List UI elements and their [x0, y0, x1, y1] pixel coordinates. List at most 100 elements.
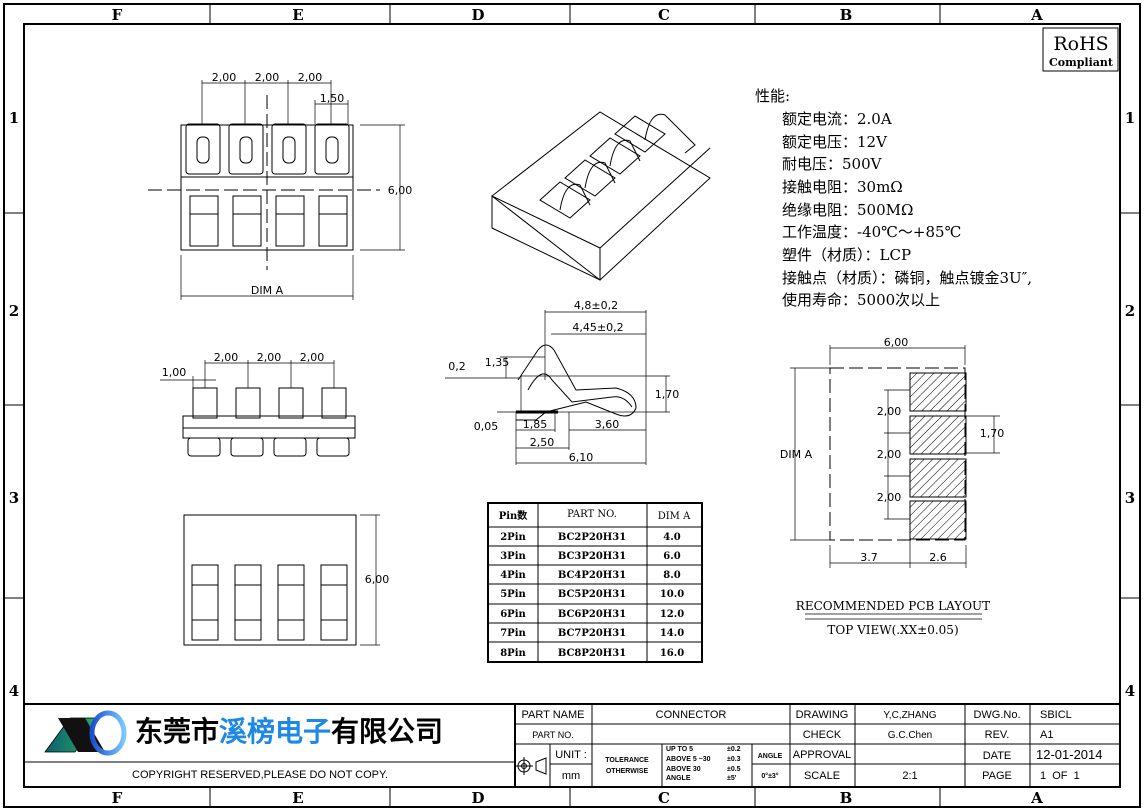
dim-contact-1-85: 1,85 [523, 418, 548, 431]
spec-item: 使用寿命：5000次以上 [782, 291, 940, 309]
table-cell: 7Pin [500, 628, 526, 639]
table-cell: BC5P20H31 [558, 589, 626, 600]
zone-col-b: B [840, 6, 853, 24]
tolerance-row: UP TO 5 [666, 746, 693, 753]
tolerance-value: ±0.5 [727, 766, 741, 773]
drawing-value: Y,C,ZHANG [883, 710, 936, 721]
dwg-no-value: SBICL [1040, 709, 1072, 721]
zone-col-d: D [471, 6, 484, 24]
table-row: 3Pin BC3P20H31 6.0 [500, 551, 681, 562]
pcb-layout-subtitle: TOP VIEW(.XX±0.05) [827, 623, 958, 637]
rohs-title: RoHS [1053, 33, 1108, 55]
zone-col-a-bottom: A [1030, 789, 1043, 807]
part-no-label: PART NO. [532, 730, 574, 740]
unit-value: mm [562, 770, 580, 782]
performance-specs: 性能: 额定电流：2.0A 额定电压：12V 耐电压：500V 接触电阻：30m… [755, 87, 1032, 309]
spec-item: 塑件（材质）：LCP [782, 246, 911, 264]
zone-col-f-bottom: F [112, 789, 123, 807]
table-cell: BC3P20H31 [558, 551, 626, 562]
approval-label: APPROVAL [793, 749, 852, 761]
table-cell: 6.0 [663, 551, 680, 562]
table-cell: BC2P20H31 [558, 532, 626, 543]
table-cell: 3Pin [500, 551, 526, 562]
table-cell: 4Pin [500, 570, 526, 581]
contact-side-view: 4,8±0,2 4,45±0,2 1,35 0,2 1,70 0,05 1,85… [445, 299, 679, 465]
dim-pcb-left: 3.7 [860, 551, 878, 564]
otherwise-label: OTHERWISE [606, 768, 649, 775]
table-cell: BC6P20H31 [558, 609, 626, 620]
dim-pin-width: 1,50 [320, 92, 345, 105]
spec-item: 额定电流：2.0A [782, 110, 892, 128]
table-cell: 6Pin [500, 609, 526, 620]
dim-top-pitch-3: 2,00 [298, 71, 323, 84]
bottom-view: 6,00 [183, 514, 390, 646]
tolerance-value: ±0.3 [727, 756, 741, 763]
pcb-pad [909, 458, 967, 498]
table-row: 8Pin BC8P20H31 16.0 [500, 648, 684, 659]
tolerance-label: TOLERANCE [605, 757, 649, 764]
dim-pcb-dim-a: DIM A [780, 448, 813, 461]
front-view: 1,00 2,00 2,00 2,00 [160, 351, 356, 457]
top-view: 2,00 2,00 2,00 1,50 6,00 DIM A [148, 71, 412, 300]
zone-col-b-bottom: B [840, 789, 853, 807]
dim-bottom-height: 6,00 [365, 573, 390, 586]
dim-contact-4-8: 4,8±0,2 [574, 299, 618, 312]
copyright-text: COPYRIGHT RESERVED,PLEASE DO NOT COPY. [132, 769, 388, 781]
table-cell: 5Pin [500, 589, 526, 600]
spec-item: 工作温度：-40℃～+85℃ [782, 223, 961, 241]
part-name-value: CONNECTOR [656, 709, 727, 721]
table-cell: 12.0 [660, 609, 684, 620]
tolerance-value: ±0.2 [727, 746, 741, 753]
title-block: 东莞市溪榜电子有限公司 COPYRIGHT RESERVED,PLEASE DO… [24, 703, 1120, 787]
dim-top-pitch-2: 2,00 [255, 71, 280, 84]
table-cell: 8.0 [663, 570, 680, 581]
tolerance-row: ABOVE 30 [666, 766, 701, 773]
date-label: DATE [983, 750, 1012, 762]
table-header: DIM A [658, 511, 691, 522]
dim-pcb-pitch-3: 2,00 [877, 491, 902, 504]
angle-value: 0°±3° [761, 772, 778, 780]
spec-item: 耐电压：500V [782, 155, 883, 173]
part-name-label: PART NAME [522, 709, 585, 721]
table-cell: 8Pin [500, 648, 526, 659]
dim-contact-4-45: 4,45±0,2 [572, 321, 623, 334]
dim-top-height: 6,00 [388, 184, 413, 197]
zone-col-f: F [112, 6, 123, 24]
dim-contact-1-70: 1,70 [655, 388, 680, 401]
zone-row-3-right: 3 [1125, 489, 1135, 507]
spec-item: 接触点（材质）：磷铜，触点镀金3U″, [782, 269, 1032, 287]
zone-row-4: 4 [9, 682, 19, 700]
spec-item: 绝缘电阻：500MΩ [782, 201, 913, 219]
unit-label: UNIT : [555, 749, 587, 761]
drawing-label: DRAWING [796, 709, 849, 721]
zone-col-a: A [1030, 6, 1043, 24]
zone-col-e: E [292, 6, 303, 24]
dim-contact-6-10: 6,10 [569, 451, 594, 464]
dim-top-pitch-1: 2,00 [212, 71, 237, 84]
zone-row-1-right: 1 [1125, 109, 1135, 127]
dim-pcb-pitch-1: 2,00 [877, 405, 902, 418]
table-cell: BC7P20H31 [558, 628, 626, 639]
zone-row-1: 1 [9, 109, 19, 127]
table-cell: 16.0 [660, 648, 684, 659]
table-cell: 14.0 [660, 628, 684, 639]
tolerance-value: ±5' [727, 775, 737, 782]
table-row: 6Pin BC6P20H31 12.0 [500, 609, 684, 620]
table-row: 2Pin BC2P20H31 4.0 [500, 532, 681, 543]
dim-contact-2-50: 2,50 [530, 436, 555, 449]
logo [44, 710, 127, 756]
dim-pcb-width: 6,00 [884, 336, 909, 349]
dim-pcb-pad: 1,70 [980, 427, 1005, 440]
company-name-highlight: 溪榜电子 [219, 715, 331, 748]
rohs-badge: RoHS Compliant [1042, 27, 1119, 72]
zone-row-2-right: 2 [1125, 302, 1135, 320]
rev-value: A1 [1040, 729, 1053, 741]
check-value: G.C.Chen [888, 730, 932, 741]
pcb-pad [909, 500, 967, 540]
pcb-pad [909, 372, 967, 412]
angle-label: ANGLE [758, 753, 783, 760]
pcb-layout-title: RECOMMENDED PCB LAYOUT [796, 599, 990, 613]
company-name-part: 东莞市 [135, 715, 219, 748]
pcb-layout: 6,00 2,00 2,00 2,00 1,70 DIM A 3.7 2.6 R… [780, 336, 1004, 637]
